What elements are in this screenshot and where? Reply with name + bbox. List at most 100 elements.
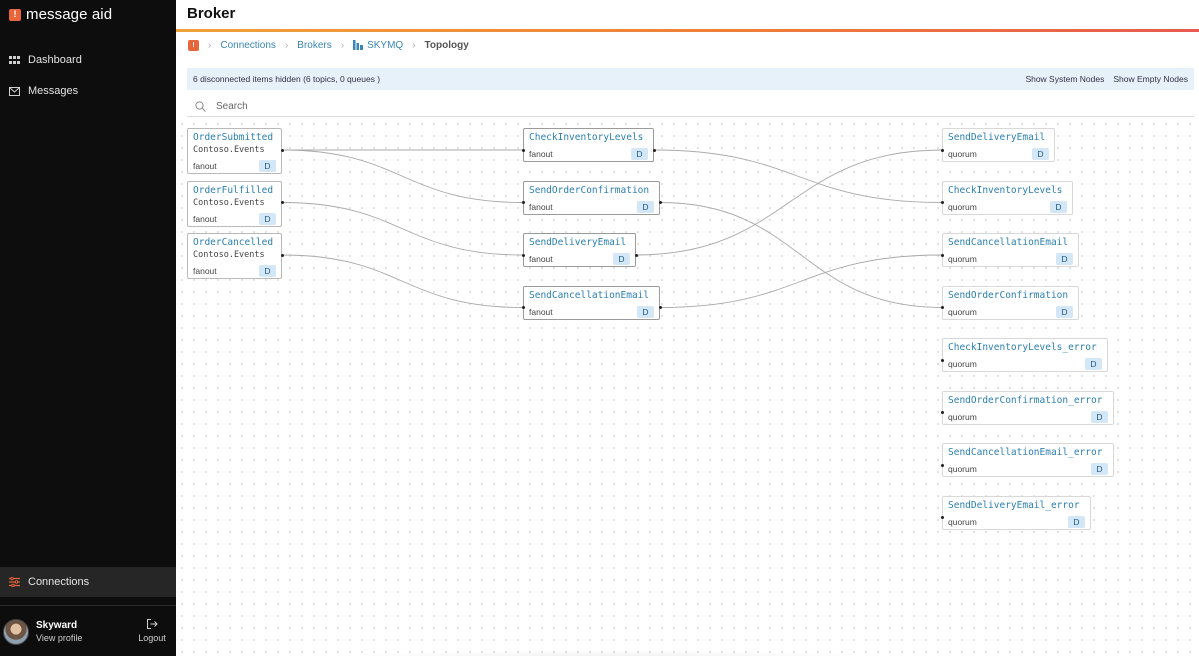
logout-button[interactable]: Logout	[137, 618, 167, 643]
queue-type: quorum	[948, 464, 977, 474]
connection-port[interactable]	[658, 306, 662, 309]
durable-badge: D	[259, 160, 276, 172]
notice-text: 6 disconnected items hidden (6 topics, 0…	[193, 74, 381, 84]
queue-name: CheckInventoryLevels_error	[948, 342, 1097, 353]
canvas-bottom-shadow	[326, 650, 886, 656]
app-logo[interactable]: ! message aid	[9, 6, 112, 23]
durable-badge: D	[613, 253, 630, 265]
queue-type: quorum	[948, 411, 977, 422]
connection-port[interactable]	[521, 306, 525, 309]
sidebar-item-connections[interactable]: Connections	[0, 567, 176, 597]
avatar[interactable]	[3, 619, 29, 645]
topic-type: fanout	[193, 213, 217, 224]
durable-badge: D	[631, 148, 648, 160]
logout-icon	[146, 618, 158, 630]
main-content: Broker ! › Connections › Brokers › SKYMQ…	[176, 0, 1199, 656]
connection-port[interactable]	[280, 253, 284, 257]
chevron-right-icon: ›	[340, 39, 345, 51]
durable-badge: D	[1056, 305, 1073, 318]
breadcrumb-broker[interactable]: SKYMQ	[353, 40, 403, 51]
connection-port[interactable]	[940, 306, 944, 309]
queue-name: SendCancellationEmail	[948, 237, 1069, 248]
exchange-type: fanout	[529, 201, 553, 212]
connection-port[interactable]	[634, 253, 638, 257]
connection-port[interactable]	[280, 148, 284, 152]
breadcrumb: ! › Connections › Brokers › SKYMQ › Topo…	[188, 37, 469, 53]
sidebar-item-label: Connections	[28, 576, 90, 588]
binding-edge	[281, 149, 524, 203]
connection-port[interactable]	[940, 201, 944, 204]
connection-port[interactable]	[280, 201, 284, 204]
queue-name: CheckInventoryLevels	[948, 184, 1063, 196]
connection-port[interactable]	[940, 148, 944, 152]
sidebar-divider	[0, 605, 176, 606]
breadcrumb-brokers[interactable]: Brokers	[297, 39, 332, 51]
connection-port[interactable]	[940, 358, 944, 362]
queue-name: SendOrderConfirmation_error	[948, 394, 1103, 406]
page-title: Broker	[187, 5, 236, 22]
topic-name: OrderSubmitted	[193, 132, 274, 143]
connection-port[interactable]	[940, 516, 944, 519]
binding-edge	[281, 254, 524, 308]
view-profile-link[interactable]: View profile	[36, 633, 83, 643]
durable-badge: D	[259, 212, 276, 225]
queue-node[interactable]: CheckInventoryLevels quorum D	[942, 180, 1073, 215]
sidebar: ! message aid Dashboard Messages Connect…	[0, 0, 176, 656]
connection-port[interactable]	[521, 201, 525, 204]
binding-edge	[653, 149, 943, 203]
queue-name: SendOrderConfirmation	[948, 289, 1069, 301]
connection-port[interactable]	[658, 201, 662, 204]
durable-badge: D	[1091, 463, 1108, 475]
topic-name: OrderFulfilled	[193, 184, 274, 196]
durable-badge: D	[1085, 358, 1102, 370]
connection-port[interactable]	[940, 411, 944, 414]
show-empty-nodes-button[interactable]: Show Empty Nodes	[1113, 74, 1188, 84]
exchange-name: SendCancellationEmail	[529, 289, 650, 301]
queue-name: SendDeliveryEmail_error	[948, 499, 1080, 511]
queue-node[interactable]: SendOrderConfirmation quorum D	[942, 285, 1079, 320]
durable-badge: D	[1050, 200, 1067, 213]
binding-edge	[659, 254, 943, 308]
connection-port[interactable]	[940, 463, 944, 467]
topic-namespace: Contoso.Events	[193, 145, 265, 155]
breadcrumb-connections[interactable]: Connections	[220, 39, 276, 51]
sidebar-item-dashboard[interactable]: Dashboard	[0, 46, 176, 74]
profile-name: Skyward	[36, 620, 78, 631]
sliders-icon	[8, 576, 20, 588]
sidebar-item-label: Messages	[28, 85, 79, 97]
home-icon[interactable]: !	[188, 39, 199, 51]
topic-type: fanout	[193, 161, 217, 171]
queue-type: quorum	[948, 306, 977, 317]
breadcrumb-broker-label: SKYMQ	[367, 39, 404, 51]
show-system-nodes-button[interactable]: Show System Nodes	[1025, 74, 1105, 84]
connection-port[interactable]	[652, 148, 656, 152]
header-accent-bar	[176, 29, 1199, 32]
binding-edge	[659, 202, 943, 308]
chevron-right-icon: ›	[284, 39, 289, 51]
connection-port[interactable]	[940, 253, 944, 257]
connection-port[interactable]	[521, 253, 525, 257]
user-profile: Skyward View profile Logout	[0, 612, 176, 652]
sidebar-item-messages[interactable]: Messages	[0, 77, 176, 105]
queue-type: quorum	[948, 201, 977, 212]
queue-name: SendCancellationEmail_error	[948, 447, 1103, 458]
exchange-name: CheckInventoryLevels	[529, 132, 644, 143]
exchange-name: SendDeliveryEmail	[529, 237, 627, 248]
connection-port[interactable]	[521, 148, 525, 152]
search-input[interactable]	[216, 100, 616, 112]
logout-label: Logout	[138, 633, 166, 643]
